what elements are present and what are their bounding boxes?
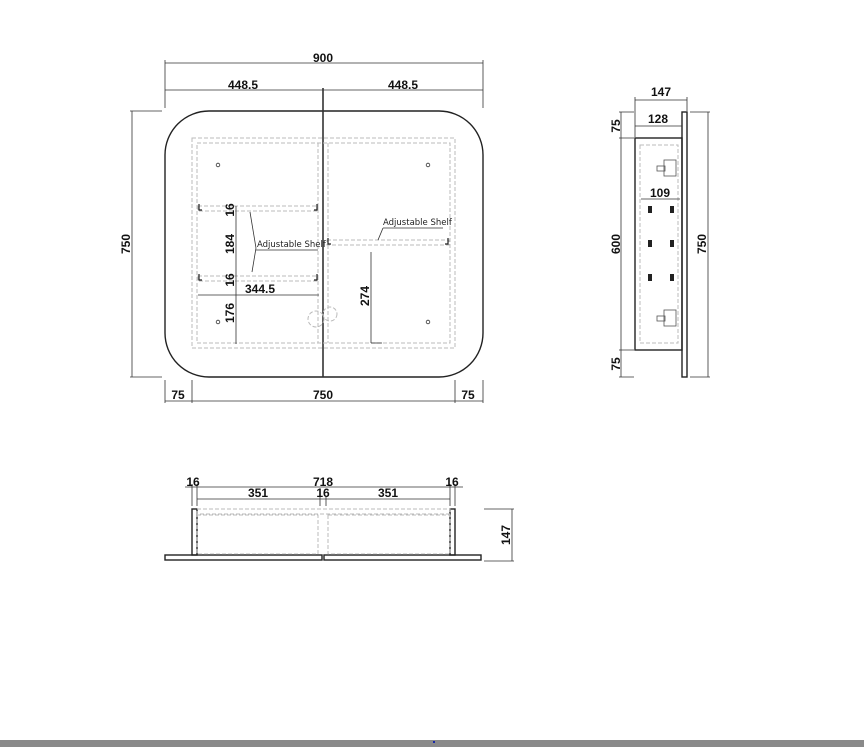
ext-line	[191, 484, 456, 506]
inner-frame	[191, 137, 456, 349]
dim-overall-height: 750	[119, 234, 133, 254]
dim-side-left: 16	[186, 475, 200, 489]
ext-line	[484, 508, 514, 562]
mount-hole	[215, 319, 221, 325]
left-shelf-lower	[197, 275, 319, 282]
compartment-right	[327, 514, 451, 555]
side-wall-right	[449, 508, 456, 556]
dim-depth: 147	[499, 525, 513, 545]
dim-shelf-thickness-top: 16	[223, 203, 237, 217]
mount-hole	[425, 319, 431, 325]
dim-door-left: 448.5	[228, 78, 258, 92]
dim-inner-width: 750	[313, 388, 333, 402]
front-view: 900 448.5 448.5 750 75 750 75 16 184 16 …	[119, 51, 484, 403]
dim-compartment-right: 351	[378, 486, 398, 500]
dim-door-right: 448.5	[388, 78, 418, 92]
shelf-bracket-icon	[198, 204, 449, 281]
leader-arrow-icon	[377, 227, 384, 241]
dim-overall-width: 900	[313, 51, 333, 65]
dim-margin-right: 75	[461, 388, 475, 402]
mount-hole	[215, 162, 221, 168]
ext-line	[690, 111, 710, 378]
dim-total-depth: 147	[651, 85, 671, 99]
right-shelf-label: Adjustable Shelf	[383, 218, 453, 228]
door-panel-right	[323, 554, 482, 561]
bottom-scrollbar[interactable]	[0, 740, 864, 747]
cabinet-outline	[164, 110, 484, 378]
handle-cutout-icon	[307, 310, 325, 328]
dim-overall-height: 750	[695, 234, 709, 254]
dim-body-depth: 128	[648, 112, 668, 126]
left-shelf-upper	[197, 205, 319, 212]
left-shelf-label: Adjustable Shelf	[257, 240, 327, 250]
mount-hole	[425, 162, 431, 168]
back-panel	[196, 508, 451, 515]
dim-shelf-depth: 109	[650, 186, 670, 200]
side-view: 147 128 109 75 600 75 750	[609, 85, 710, 378]
dim-bottom-gap: 176	[223, 303, 237, 323]
hinge-icon	[656, 159, 677, 327]
compartment-left	[196, 514, 319, 555]
door-panel-left	[164, 554, 323, 561]
leader-arrow-icon	[249, 211, 257, 273]
dim-top-offset: 75	[609, 119, 623, 133]
shelf-peg-icons	[648, 206, 674, 281]
side-wall-left	[191, 508, 198, 556]
inner-frame-inset	[196, 142, 451, 344]
cursor-dot	[433, 741, 435, 743]
ext-line	[619, 111, 634, 378]
dim-shelf-thickness-bottom: 16	[223, 273, 237, 287]
dim-side-right: 16	[445, 475, 459, 489]
inner-dash	[639, 144, 679, 344]
top-view: 16 718 16 351 16 351 147	[164, 475, 514, 562]
dim-right-shelf-height: 274	[358, 286, 372, 306]
dim-bottom-offset: 75	[609, 357, 623, 371]
dim-shelf-width: 344.5	[245, 282, 275, 296]
right-shelf	[326, 239, 450, 246]
cabinet-body	[634, 137, 683, 351]
handle-cutout-icon	[322, 306, 338, 322]
dim-inner-width: 718	[313, 475, 333, 489]
mirror-panel	[681, 111, 688, 378]
dim-compartment-left: 351	[248, 486, 268, 500]
dim-shelf-gap: 184	[223, 234, 237, 254]
ext-line	[634, 97, 688, 137]
dim-margin-left: 75	[171, 388, 185, 402]
dim-divider: 16	[316, 486, 330, 500]
ext-line	[164, 380, 484, 403]
dim-body-height: 600	[609, 234, 623, 254]
